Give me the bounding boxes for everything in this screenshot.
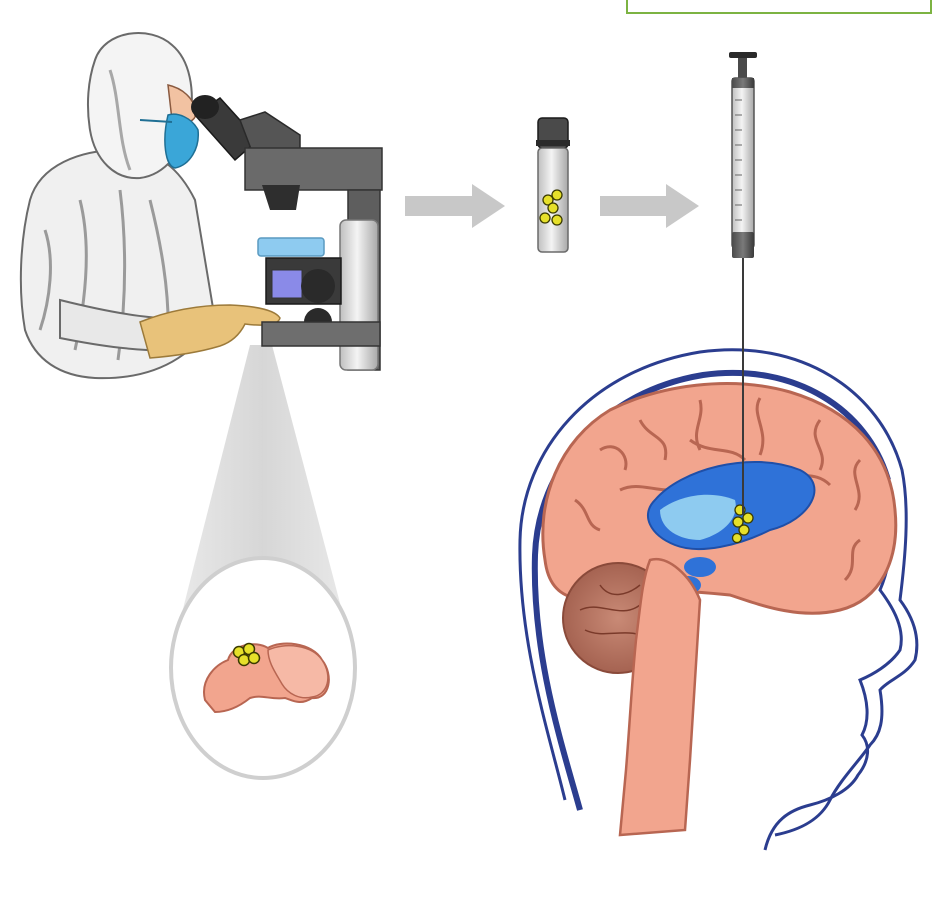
arrow-right-icon bbox=[405, 184, 505, 228]
magnified-tissue-icon bbox=[171, 558, 355, 778]
researcher-icon bbox=[21, 33, 280, 378]
brain-icon bbox=[520, 350, 917, 850]
vial-icon bbox=[536, 118, 570, 252]
arrow-right-icon bbox=[600, 184, 699, 228]
